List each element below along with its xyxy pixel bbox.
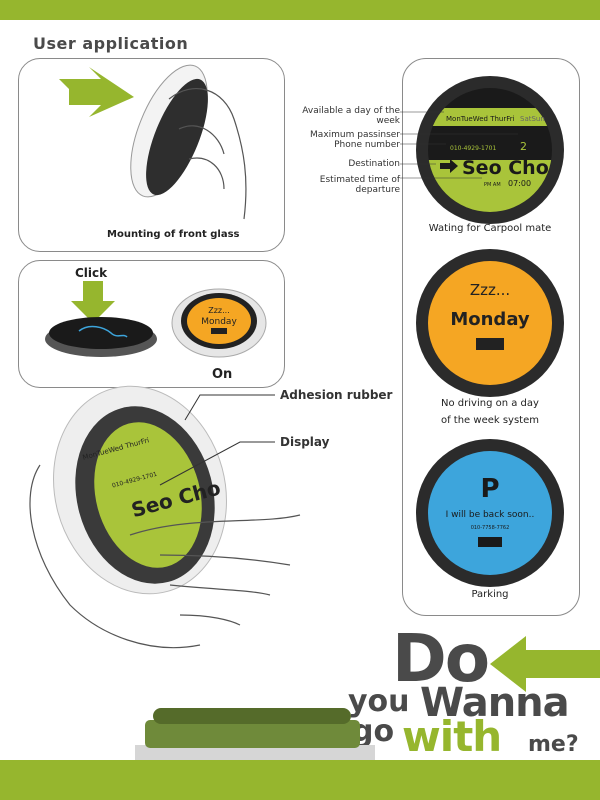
device1-phone: 010-4929-1701 <box>450 145 497 152</box>
jar-lid <box>145 720 360 748</box>
device3-phone: 010-7758-7762 <box>471 525 510 531</box>
slogan-arrow-icon <box>490 636 600 692</box>
device2-caption-1: No driving on a day <box>441 398 539 409</box>
device1-arrow-icon <box>440 159 458 173</box>
mini-car-icon <box>211 328 227 334</box>
label-passengers: Maximum passinser <box>310 130 400 140</box>
display-screen <box>94 422 202 568</box>
display-leader <box>159 441 275 486</box>
down-arrow-icon <box>71 281 115 323</box>
display-label: Display <box>280 435 330 449</box>
device2-caption-2: of the week system <box>440 415 539 426</box>
page-title: User application <box>33 34 189 53</box>
mini-device-screen <box>187 298 251 344</box>
label-days: Available a day of the week <box>302 106 400 126</box>
device1-destination: Seo Cho <box>462 157 549 179</box>
device2: Zzz... Monday <box>416 249 564 397</box>
click-illustration: Zzz... Monday <box>45 281 267 358</box>
bottom-accent-bar <box>0 760 600 800</box>
mounting-illustration <box>59 64 247 220</box>
device1-time: 07:00 <box>508 179 531 188</box>
slogan-do: Do <box>392 620 490 697</box>
slogan-wanna: Wanna <box>420 680 570 726</box>
device2-car-icon <box>476 338 504 350</box>
arrow-icon <box>59 67 134 117</box>
mounting-panel: Mounting of front glass <box>18 58 285 252</box>
jar-lid-top <box>153 708 351 724</box>
mini-line1: Zzz... <box>208 306 230 315</box>
label-destination: Destination <box>348 159 400 169</box>
hand-outline <box>168 88 247 220</box>
device3: P I will be back soon.. 010-7758-7762 <box>416 439 564 587</box>
device3-line: I will be back soon.. <box>446 510 535 520</box>
mounting-caption: Mounting of front glass <box>107 229 240 240</box>
hand-device-illustration: MonTueWed ThurFri 010-4929-1701 Seo Cho <box>29 385 301 649</box>
hand-outline <box>29 464 301 649</box>
slogan-with: with <box>402 712 502 761</box>
device1-days: MonTueWed ThurFri <box>446 115 515 123</box>
slogan-you: you <box>348 684 410 719</box>
device2-line1: Zzz... <box>470 281 510 299</box>
click-label: Click <box>75 266 108 280</box>
top-accent-bar <box>0 0 600 20</box>
on-label: On <box>212 367 233 382</box>
device3-car-icon <box>478 537 502 547</box>
device1: MonTueWed ThurFri SatSun 010-4929-1701 2… <box>400 76 564 224</box>
mini-line2: Monday <box>201 317 237 327</box>
device1-passengers: 2 <box>520 140 527 153</box>
click-panel: Click Zzz... Monday On <box>18 260 285 388</box>
label-time: Estimated time of departure <box>319 175 400 195</box>
device1-ampm: PM AM <box>484 182 501 188</box>
device1-days-off: SatSun <box>520 115 545 123</box>
adhesion-leader <box>184 394 275 421</box>
adhesion-label: Adhesion rubber <box>280 388 393 402</box>
label-phone: Phone number <box>334 140 400 150</box>
map-icon <box>78 325 128 338</box>
device3-screen <box>428 451 552 575</box>
button-top <box>49 317 153 349</box>
device2-screen <box>428 261 552 385</box>
device3-letter: P <box>480 474 499 504</box>
slogan-me: me? <box>528 732 579 757</box>
device2-line2: Monday <box>450 309 530 330</box>
device-body <box>146 78 208 196</box>
device1-caption: Wating for Carpool mate <box>428 223 552 234</box>
device3-caption: Parking <box>471 589 509 600</box>
